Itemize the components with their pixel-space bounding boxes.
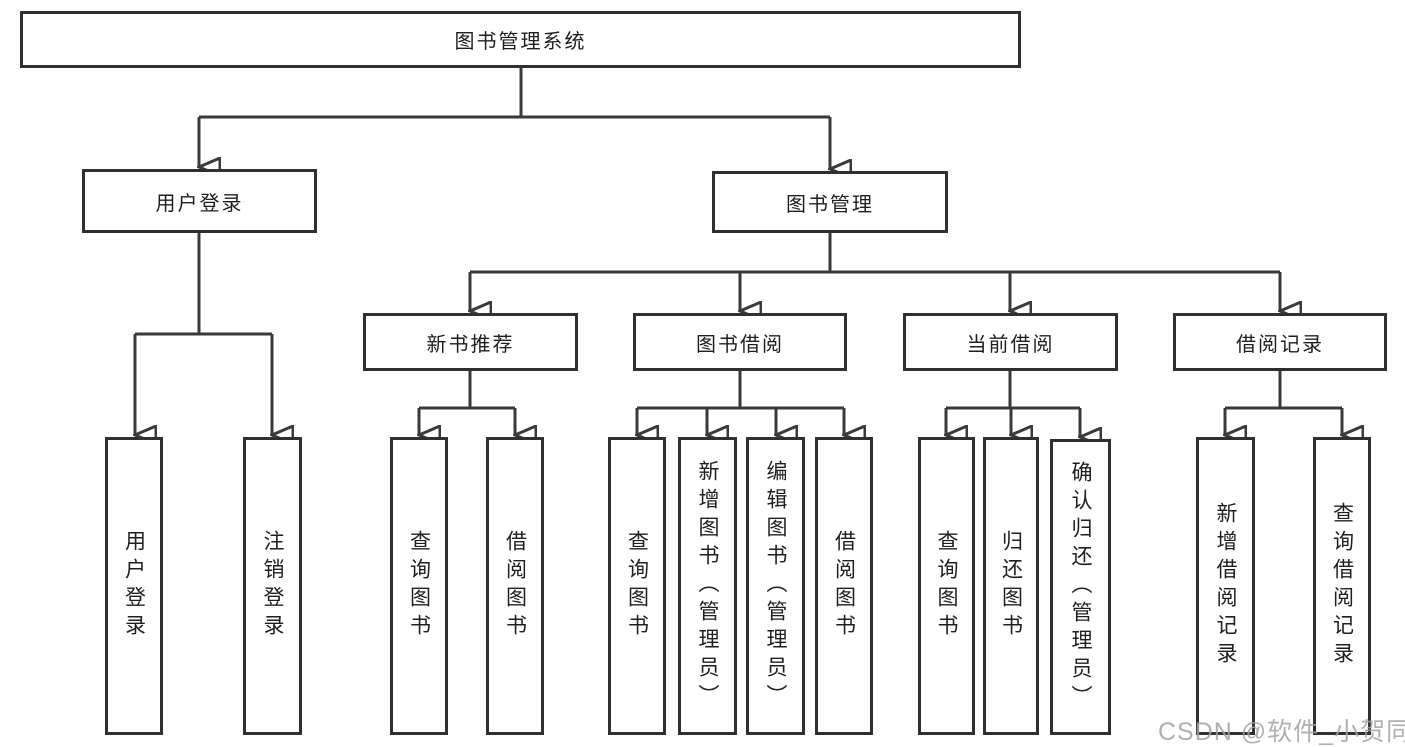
leaf-return-books: 归还图书 — [983, 437, 1039, 735]
leaf-query-books-recommend: 查询图书 — [390, 437, 448, 735]
node-new-book-recommend: 新书推荐 — [363, 313, 578, 371]
node-label: 新书推荐 — [426, 333, 515, 356]
node-label: 归还图书 — [999, 530, 1023, 642]
connector-currentborrow-to-leaves — [946, 371, 1080, 437]
node-current-borrow: 当前借阅 — [903, 313, 1118, 371]
connector-bookborrow-to-leaves — [637, 371, 844, 435]
node-label: 查询图书 — [407, 530, 431, 642]
leaf-add-books-admin: 新增图书（管理员） — [678, 437, 737, 735]
node-book-management: 图书管理 — [712, 171, 948, 233]
connector-root-to-level1 — [199, 68, 830, 169]
leaf-user-login: 用户登录 — [105, 437, 163, 735]
connector-userlogin-to-leaves — [135, 233, 272, 435]
node-label: 新增图书（管理员） — [696, 460, 719, 712]
connector-newbook-to-leaves — [419, 371, 515, 435]
leaf-logout: 注销登录 — [243, 437, 302, 735]
node-label: 确认归还（管理员） — [1069, 461, 1092, 713]
leaf-edit-books-admin: 编辑图书（管理员） — [746, 437, 805, 735]
node-label: 用户登录 — [122, 530, 146, 642]
leaf-confirm-return-admin: 确认归还（管理员） — [1050, 439, 1111, 735]
node-label: 图书管理系统 — [454, 31, 587, 53]
node-label: 编辑图书（管理员） — [764, 460, 787, 712]
node-label: 用户登录 — [155, 192, 244, 215]
leaf-borrow-books: 借阅图书 — [815, 437, 873, 735]
connector-borrowrecords-to-leaves — [1225, 371, 1342, 435]
leaf-borrow-books-recommend: 借阅图书 — [486, 437, 544, 735]
node-label: 借阅记录 — [1236, 333, 1324, 356]
node-label: 借阅图书 — [832, 530, 856, 642]
node-root: 图书管理系统 — [20, 11, 1021, 68]
node-label: 查询图书 — [625, 530, 649, 642]
node-borrow-records: 借阅记录 — [1173, 313, 1387, 371]
node-label: 当前借阅 — [966, 333, 1055, 356]
node-label: 查询借阅记录 — [1330, 502, 1354, 670]
watermark: CSDN @软件_小贺同学 — [1158, 718, 1405, 746]
node-label: 图书管理 — [786, 193, 874, 216]
leaf-query-books-current: 查询图书 — [918, 437, 975, 735]
node-label: 注销登录 — [261, 530, 284, 642]
leaf-query-books-borrow: 查询图书 — [608, 437, 666, 735]
node-label: 图书借阅 — [696, 333, 784, 356]
node-label: 借阅图书 — [503, 530, 527, 642]
connector-bookmgmt-to-level2 — [470, 233, 1280, 311]
node-user-login: 用户登录 — [82, 169, 317, 233]
leaf-query-borrow-record: 查询借阅记录 — [1313, 437, 1371, 735]
node-label: 新增借阅记录 — [1214, 502, 1237, 670]
leaf-add-borrow-record: 新增借阅记录 — [1196, 437, 1255, 735]
node-book-borrow: 图书借阅 — [633, 313, 847, 371]
node-label: 查询图书 — [935, 530, 958, 642]
